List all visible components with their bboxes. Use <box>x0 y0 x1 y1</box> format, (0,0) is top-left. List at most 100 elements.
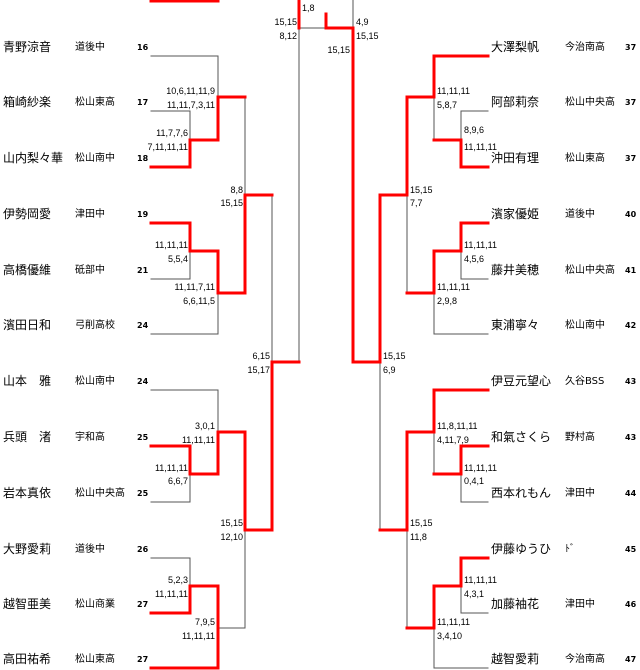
player-school: 弓削高校 <box>75 320 115 331</box>
player-number: 42 <box>625 321 637 330</box>
player-school: 久谷BSS <box>565 376 605 387</box>
player-name: 箱崎紗楽 <box>3 95 52 109</box>
player-name: 青野涼音 <box>3 40 52 54</box>
player-name: 山本 雅 <box>3 374 52 388</box>
match-score: 4,5,6 <box>464 254 485 264</box>
player-school: 松山中央高 <box>565 265 615 276</box>
player-number: 25 <box>137 433 149 442</box>
player-school: 松山東高 <box>75 654 115 665</box>
player-number: 19 <box>137 210 149 219</box>
player-school: 道後中 <box>75 42 105 53</box>
match-score: 2,9,8 <box>437 296 458 306</box>
player-number: 43 <box>625 377 637 386</box>
player-name: 藤井美穂 <box>491 263 540 277</box>
player-name: 高橋優維 <box>3 263 52 277</box>
player-school: 野村高 <box>565 432 595 443</box>
match-score: 15,15 <box>410 185 433 195</box>
player-number: 16 <box>137 43 149 52</box>
player-name: 山内梨々華 <box>3 151 64 165</box>
player-school: 砥部中 <box>75 265 105 276</box>
match-score: 8,12 <box>279 31 297 41</box>
match-score: 0,4,1 <box>464 476 485 486</box>
player-name: 伊勢岡愛 <box>3 207 52 221</box>
player-number: 24 <box>137 321 149 330</box>
player-name: 高田祐希 <box>3 652 52 666</box>
match-score: 7,11,11,11 <box>147 142 188 152</box>
player-school: 宇和高 <box>75 432 105 443</box>
match-score: 11,11,11 <box>154 463 188 473</box>
player-number: 18 <box>137 154 149 163</box>
player-number: 41 <box>625 266 637 275</box>
player-name: 東浦寧々 <box>491 318 540 332</box>
player-number: 44 <box>625 489 637 498</box>
player-name: 越智亜美 <box>3 597 52 611</box>
match-score: 5,2,3 <box>167 575 188 585</box>
player-school: 松山商業 <box>75 599 115 610</box>
match-score: 11,11,11 <box>154 240 188 250</box>
match-score: 15,15 <box>410 518 433 528</box>
player-number: 27 <box>137 655 149 664</box>
match-score: 11,11,11 <box>464 240 498 250</box>
match-score: 11,8,11,11 <box>437 421 478 431</box>
match-score: 11,11,11 <box>154 589 188 599</box>
player-school: 松山中央高 <box>565 97 615 108</box>
player-school: 松山南中 <box>565 320 605 331</box>
player-school: 津田中 <box>565 488 595 499</box>
match-score: 4,11,7,9 <box>437 435 469 445</box>
player-name: 大澤梨帆 <box>491 40 540 54</box>
player-name: 伊豆元望心 <box>491 374 552 388</box>
player-number: 40 <box>625 210 637 219</box>
match-score: 11,7,7,6 <box>156 128 188 138</box>
player-name: 伊藤ゆうひ <box>491 542 552 556</box>
match-score: 11,11,11 <box>437 282 471 292</box>
player-number: 26 <box>137 545 149 554</box>
match-score: 15,15 <box>220 198 243 208</box>
player-name: 越智愛莉 <box>491 652 540 666</box>
player-school: 松山中央高 <box>75 488 125 499</box>
player-school: 松山東高 <box>565 153 605 164</box>
player-name: 西本れもん <box>491 486 552 500</box>
player-number: 46 <box>625 600 637 609</box>
match-score: 11,11,7,3,11 <box>166 100 215 110</box>
player-name: 加藤袖花 <box>491 597 540 611</box>
match-score: 15,15 <box>327 45 350 55</box>
match-score: 1,8 <box>302 3 315 13</box>
match-score: 15,15 <box>274 17 297 27</box>
match-score: 8,8 <box>230 185 243 195</box>
match-score: 7,9,5 <box>194 617 215 627</box>
match-score: 11,11,11 <box>464 142 498 152</box>
player-name: 濱田日和 <box>3 318 52 332</box>
player-number: 27 <box>137 600 149 609</box>
player-school: 道後中 <box>565 209 595 220</box>
match-score: 11,8 <box>410 532 427 542</box>
player-school: 津田中 <box>75 209 105 220</box>
match-score: 3,4,10 <box>437 631 463 641</box>
player-number: 37 <box>625 43 637 52</box>
player-school: ﾄﾞ <box>565 544 575 555</box>
player-name: 阿部莉奈 <box>491 95 540 109</box>
player-number: 24 <box>137 377 149 386</box>
player-school: 松山東高 <box>75 97 115 108</box>
match-score: 15,15 <box>356 31 379 41</box>
match-score: 11,11,7,11 <box>174 282 215 292</box>
player-number: 47 <box>625 655 637 664</box>
match-score: 6,15 <box>252 351 270 361</box>
match-score: 6,9 <box>383 365 396 375</box>
player-school: 今治南高 <box>565 654 605 665</box>
player-school: 松山南中 <box>75 153 115 164</box>
player-school: 津田中 <box>565 599 595 610</box>
match-score: 11,11,11 <box>181 435 215 445</box>
match-score: 11,11,11 <box>464 575 498 585</box>
player-number: 25 <box>137 489 149 498</box>
match-score: 8,9,6 <box>464 125 485 135</box>
player-name: 兵頭 渚 <box>3 430 52 444</box>
match-score: 6,6,11,5 <box>183 296 215 306</box>
match-score: 15,15 <box>220 518 243 528</box>
player-name: 和氣さくら <box>491 430 552 444</box>
match-score: 7,7 <box>410 198 423 208</box>
player-school: 松山南中 <box>75 376 115 387</box>
match-score: 4,3,1 <box>464 589 485 599</box>
player-school: 道後中 <box>75 544 105 555</box>
